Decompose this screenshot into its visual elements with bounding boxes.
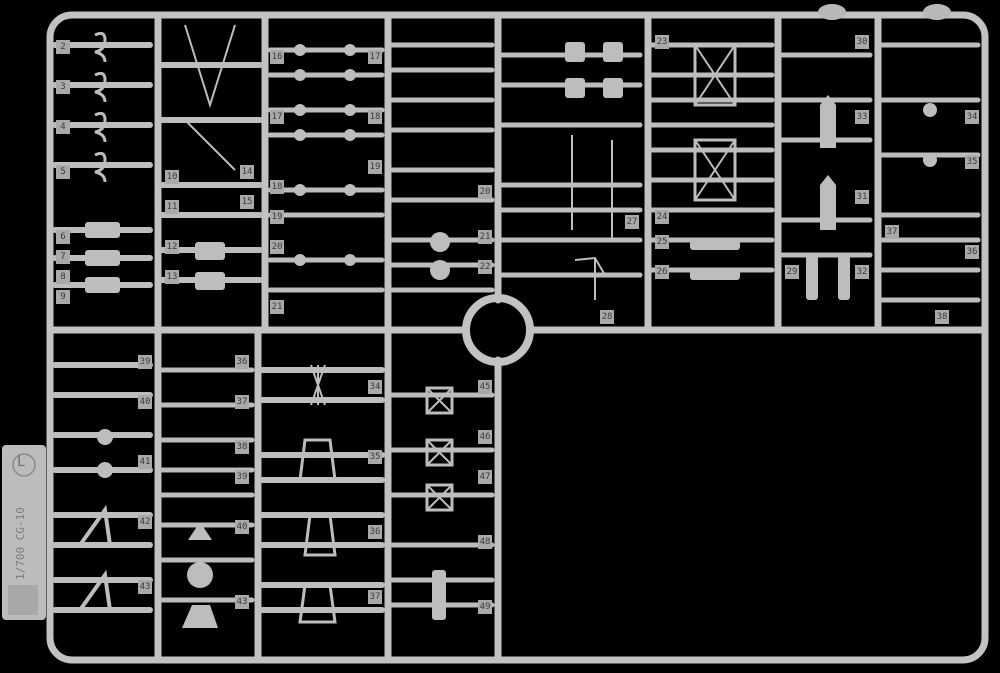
- part-number-tag: 24: [655, 210, 669, 224]
- part-number-tag: 26: [655, 265, 669, 279]
- part-number-tag: 8: [56, 270, 70, 284]
- part-number-tag: 32: [855, 265, 869, 279]
- part-number-tag: 5: [56, 165, 70, 179]
- part-number-tag: 18: [368, 110, 382, 124]
- part: [603, 42, 623, 62]
- part-number-tag: 40: [235, 520, 249, 534]
- part: [432, 570, 446, 620]
- part: [195, 242, 225, 260]
- part-number-tag: 39: [235, 470, 249, 484]
- frame-tab: [2, 445, 46, 620]
- part-number-tag: 17: [270, 110, 284, 124]
- part-number-tag: 20: [270, 240, 284, 254]
- part-number-tag: 41: [138, 455, 152, 469]
- part-number-tag: 45: [478, 380, 492, 394]
- part-number-tag: 29: [785, 265, 799, 279]
- part-number-tag: 23: [655, 35, 669, 49]
- part: [838, 255, 850, 300]
- part-number-tag: 31: [855, 190, 869, 204]
- part-number-tag: 17: [368, 50, 382, 64]
- part-number-tag: 49: [478, 600, 492, 614]
- part-number-tag: 39: [138, 355, 152, 369]
- part-number-tag: 9: [56, 290, 70, 304]
- part-number-tag: 3: [56, 80, 70, 94]
- part: [806, 255, 818, 300]
- part: [195, 272, 225, 290]
- part-number-tag: 37: [235, 395, 249, 409]
- frame-letter: L: [17, 454, 26, 470]
- outer-runner: [46, 11, 989, 664]
- part-number-tag: 16: [270, 50, 284, 64]
- part-number-tag: 36: [235, 355, 249, 369]
- part-number-tag: 15: [240, 195, 254, 209]
- part: [690, 240, 740, 250]
- part: [565, 78, 585, 98]
- part-number-tag: 36: [965, 245, 979, 259]
- part-number-tag: 10: [165, 170, 179, 184]
- part-number-tag: 28: [600, 310, 614, 324]
- part-number-tag: 18: [270, 180, 284, 194]
- part: [85, 222, 120, 238]
- part-number-tag: 4: [56, 120, 70, 134]
- part-number-tag: 19: [270, 210, 284, 224]
- part-number-tag: 48: [478, 535, 492, 549]
- part-number-tag: 37: [885, 225, 899, 239]
- part-number-tag: 36: [368, 525, 382, 539]
- part: [690, 270, 740, 280]
- part-number-tag: 38: [235, 440, 249, 454]
- part-number-tag: 22: [478, 260, 492, 274]
- part-number-tag: 42: [138, 515, 152, 529]
- part-number-tag: 6: [56, 230, 70, 244]
- part-number-tag: 11: [165, 200, 179, 214]
- part-number-tag: 33: [855, 110, 869, 124]
- part-number-tag: 19: [368, 160, 382, 174]
- part-number-tag: 14: [240, 165, 254, 179]
- part-number-tag: 13: [165, 270, 179, 284]
- part-number-tag: 43: [235, 595, 249, 609]
- part-number-tag: 27: [625, 215, 639, 229]
- part-number-tag: 20: [478, 185, 492, 199]
- part: [85, 250, 120, 266]
- part-number-tag: 35: [965, 155, 979, 169]
- kit-code: 1/700 CG-10: [14, 507, 27, 580]
- part-number-tag: 21: [270, 300, 284, 314]
- part-number-tag: 34: [368, 380, 382, 394]
- part-number-tag: 40: [138, 395, 152, 409]
- part: [603, 78, 623, 98]
- part-number-tag: 38: [935, 310, 949, 324]
- part-number-tag: 47: [478, 470, 492, 484]
- part-number-tag: 37: [368, 590, 382, 604]
- part-number-tag: 21: [478, 230, 492, 244]
- part-number-tag: 12: [165, 240, 179, 254]
- part: [85, 277, 120, 293]
- part-number-tag: 2: [56, 40, 70, 54]
- part-number-tag: 25: [655, 235, 669, 249]
- part-number-tag: 46: [478, 430, 492, 444]
- part-number-tag: 7: [56, 250, 70, 264]
- part-number-tag: 30: [855, 35, 869, 49]
- part: [565, 42, 585, 62]
- part-number-tag: 35: [368, 450, 382, 464]
- part-number-tag: 34: [965, 110, 979, 124]
- center-ring: [462, 294, 534, 366]
- part-number-tag: 43: [138, 580, 152, 594]
